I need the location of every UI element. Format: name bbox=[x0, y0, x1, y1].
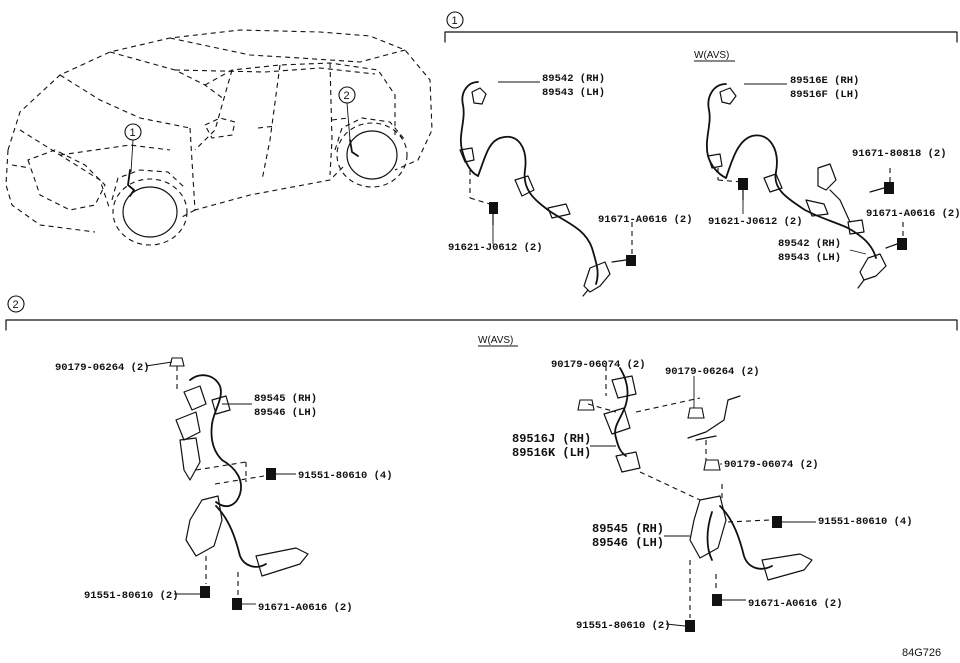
label-s2r-bolt-b: 91551-80610 (2) bbox=[576, 620, 671, 632]
label-s2r-sensor-lh: 89546 (LH) bbox=[592, 536, 664, 550]
label-s1r-bolt-a: 91621-J0612 (2) bbox=[708, 216, 803, 228]
bolt-icon bbox=[626, 255, 636, 266]
label-s1r-sensor2-rh: 89542 (RH) bbox=[778, 238, 841, 250]
label-s2-bolt-c: 91671-A0616 (2) bbox=[258, 602, 353, 614]
callout-circle-icon bbox=[338, 86, 356, 104]
label-s2-bolt-b: 91551-80610 (2) bbox=[84, 590, 179, 602]
vehicle-illustration: 1 2 bbox=[5, 29, 433, 246]
callout-2-car: 2 bbox=[344, 90, 350, 102]
bolt-icon bbox=[232, 598, 242, 610]
abs-sensor-assembly-front-right bbox=[705, 83, 907, 289]
abs-sensor-assembly-rear-right bbox=[685, 484, 813, 632]
bolt-icon bbox=[685, 620, 695, 632]
label-s2-sensor-rh: 89545 (RH) bbox=[254, 393, 317, 405]
section-1-condition: W(AVS) bbox=[694, 50, 729, 61]
bolt-icon bbox=[884, 182, 894, 194]
label-s2r-nut-b: 90179-06264 (2) bbox=[665, 366, 760, 378]
label-s2-nut: 90179-06264 (2) bbox=[55, 362, 150, 374]
section-2-number: 2 bbox=[13, 299, 19, 311]
label-s2r-nut-c: 90179-06074 (2) bbox=[724, 459, 819, 471]
callout-circle-icon bbox=[446, 11, 464, 29]
section-2-condition: W(AVS) bbox=[478, 335, 513, 346]
label-s2-bolt-a: 91551-80610 (4) bbox=[298, 470, 393, 482]
label-s1-bolt-b: 91671-A0616 (2) bbox=[598, 214, 693, 226]
label-s1r-bolt-b: 91671-A0616 (2) bbox=[866, 208, 960, 220]
bolt-icon bbox=[897, 238, 907, 250]
label-s1r-sensor-rh: 89516E (RH) bbox=[790, 75, 859, 87]
bolt-icon bbox=[772, 516, 782, 528]
label-s2r-height-lh: 89516K (LH) bbox=[512, 446, 591, 460]
callout-1-car: 1 bbox=[130, 127, 136, 139]
bolt-icon bbox=[266, 468, 276, 480]
bolt-icon bbox=[200, 586, 210, 598]
section-2: 2 W(AVS) 90179-06264 (2) bbox=[5, 295, 958, 632]
label-s2r-bolt-c: 91671-A0616 (2) bbox=[748, 598, 843, 610]
label-s1r-sensor-lh: 89516F (LH) bbox=[790, 89, 859, 101]
nut-icon bbox=[687, 407, 705, 419]
label-s2r-bolt-a: 91551-80610 (4) bbox=[818, 516, 913, 528]
label-s2r-nut-a: 90179-06074 (2) bbox=[551, 359, 646, 371]
section-1: 1 W(AVS) 89542 (RH) 89543 (LH) 91621 bbox=[444, 11, 960, 297]
label-s1r-bolt-c: 91671-80818 (2) bbox=[852, 148, 947, 160]
bolt-icon bbox=[489, 202, 498, 214]
section-1-number: 1 bbox=[452, 15, 458, 27]
label-s1r-sensor2-lh: 89543 (LH) bbox=[778, 252, 841, 264]
bolt-icon bbox=[712, 594, 722, 606]
label-s2r-height-rh: 89516J (RH) bbox=[512, 432, 591, 446]
abs-sensor-assembly-rear-left bbox=[169, 357, 309, 610]
height-sensor-assembly-rear bbox=[577, 366, 741, 501]
label-s1-bolt-a: 91621-J0612 (2) bbox=[448, 242, 543, 254]
label-s1-sensor-rh: 89542 (RH) bbox=[542, 73, 605, 85]
label-s1-sensor-lh: 89543 (LH) bbox=[542, 87, 605, 99]
callout-circle-icon bbox=[124, 123, 142, 141]
figure-code: 84G726 bbox=[902, 647, 941, 659]
nut-icon bbox=[169, 357, 185, 367]
nut-icon bbox=[703, 459, 721, 471]
callout-circle-icon bbox=[7, 295, 25, 313]
label-s2r-sensor-rh: 89545 (RH) bbox=[592, 522, 664, 536]
label-s2-sensor-lh: 89546 (LH) bbox=[254, 407, 317, 419]
bolt-icon bbox=[738, 178, 748, 190]
nut-icon bbox=[577, 399, 595, 411]
abs-sensor-assembly-front-left bbox=[459, 81, 636, 297]
